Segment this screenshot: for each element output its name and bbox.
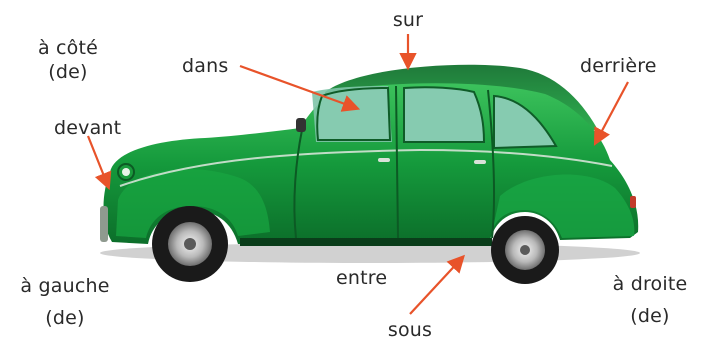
arrow-dans (239, 64, 361, 112)
front-fender (116, 169, 270, 238)
side-mirror (296, 118, 306, 132)
sill (240, 238, 492, 246)
label-dans: dans (182, 55, 229, 77)
label-a-cote: à côté (de) (28, 36, 108, 84)
rear-wheel (491, 216, 559, 284)
door-handle-rear (474, 160, 486, 164)
rear-door-window (403, 86, 486, 143)
label-a-droite-line2: (de) (630, 305, 670, 327)
door-line-rear (487, 89, 496, 239)
arrow-devant (86, 135, 112, 191)
label-entre: entre (336, 267, 388, 289)
arrow-sous (409, 254, 465, 315)
label-sous: sous (387, 319, 433, 341)
arrows (86, 34, 629, 315)
headlight-lens (122, 168, 130, 176)
label-devant: devant (54, 117, 122, 139)
chrome-stripe (119, 148, 613, 187)
front-door-window (316, 86, 392, 141)
arrow-derriere (593, 81, 629, 146)
door-line-middle (395, 85, 399, 239)
label-a-droite: à droite (de) (598, 272, 702, 328)
front-bumper (100, 206, 108, 242)
label-a-gauche: à gauche (de) (10, 274, 120, 330)
door-line-front (293, 129, 303, 239)
rear-fender (492, 174, 635, 238)
label-a-cote-line1: à côté (37, 37, 99, 59)
front-wheel (152, 206, 228, 282)
door-handle-front (378, 158, 390, 162)
label-a-cote-line2: (de) (48, 61, 88, 83)
label-derriere: derrière (580, 55, 657, 77)
label-a-droite-line1: à droite (612, 273, 688, 295)
label-a-gauche-line1: à gauche (20, 275, 110, 297)
rear-light (630, 196, 636, 208)
rear-quarter-window (493, 94, 558, 150)
label-a-gauche-line2: (de) (45, 307, 85, 329)
label-sur: sur (392, 9, 424, 31)
